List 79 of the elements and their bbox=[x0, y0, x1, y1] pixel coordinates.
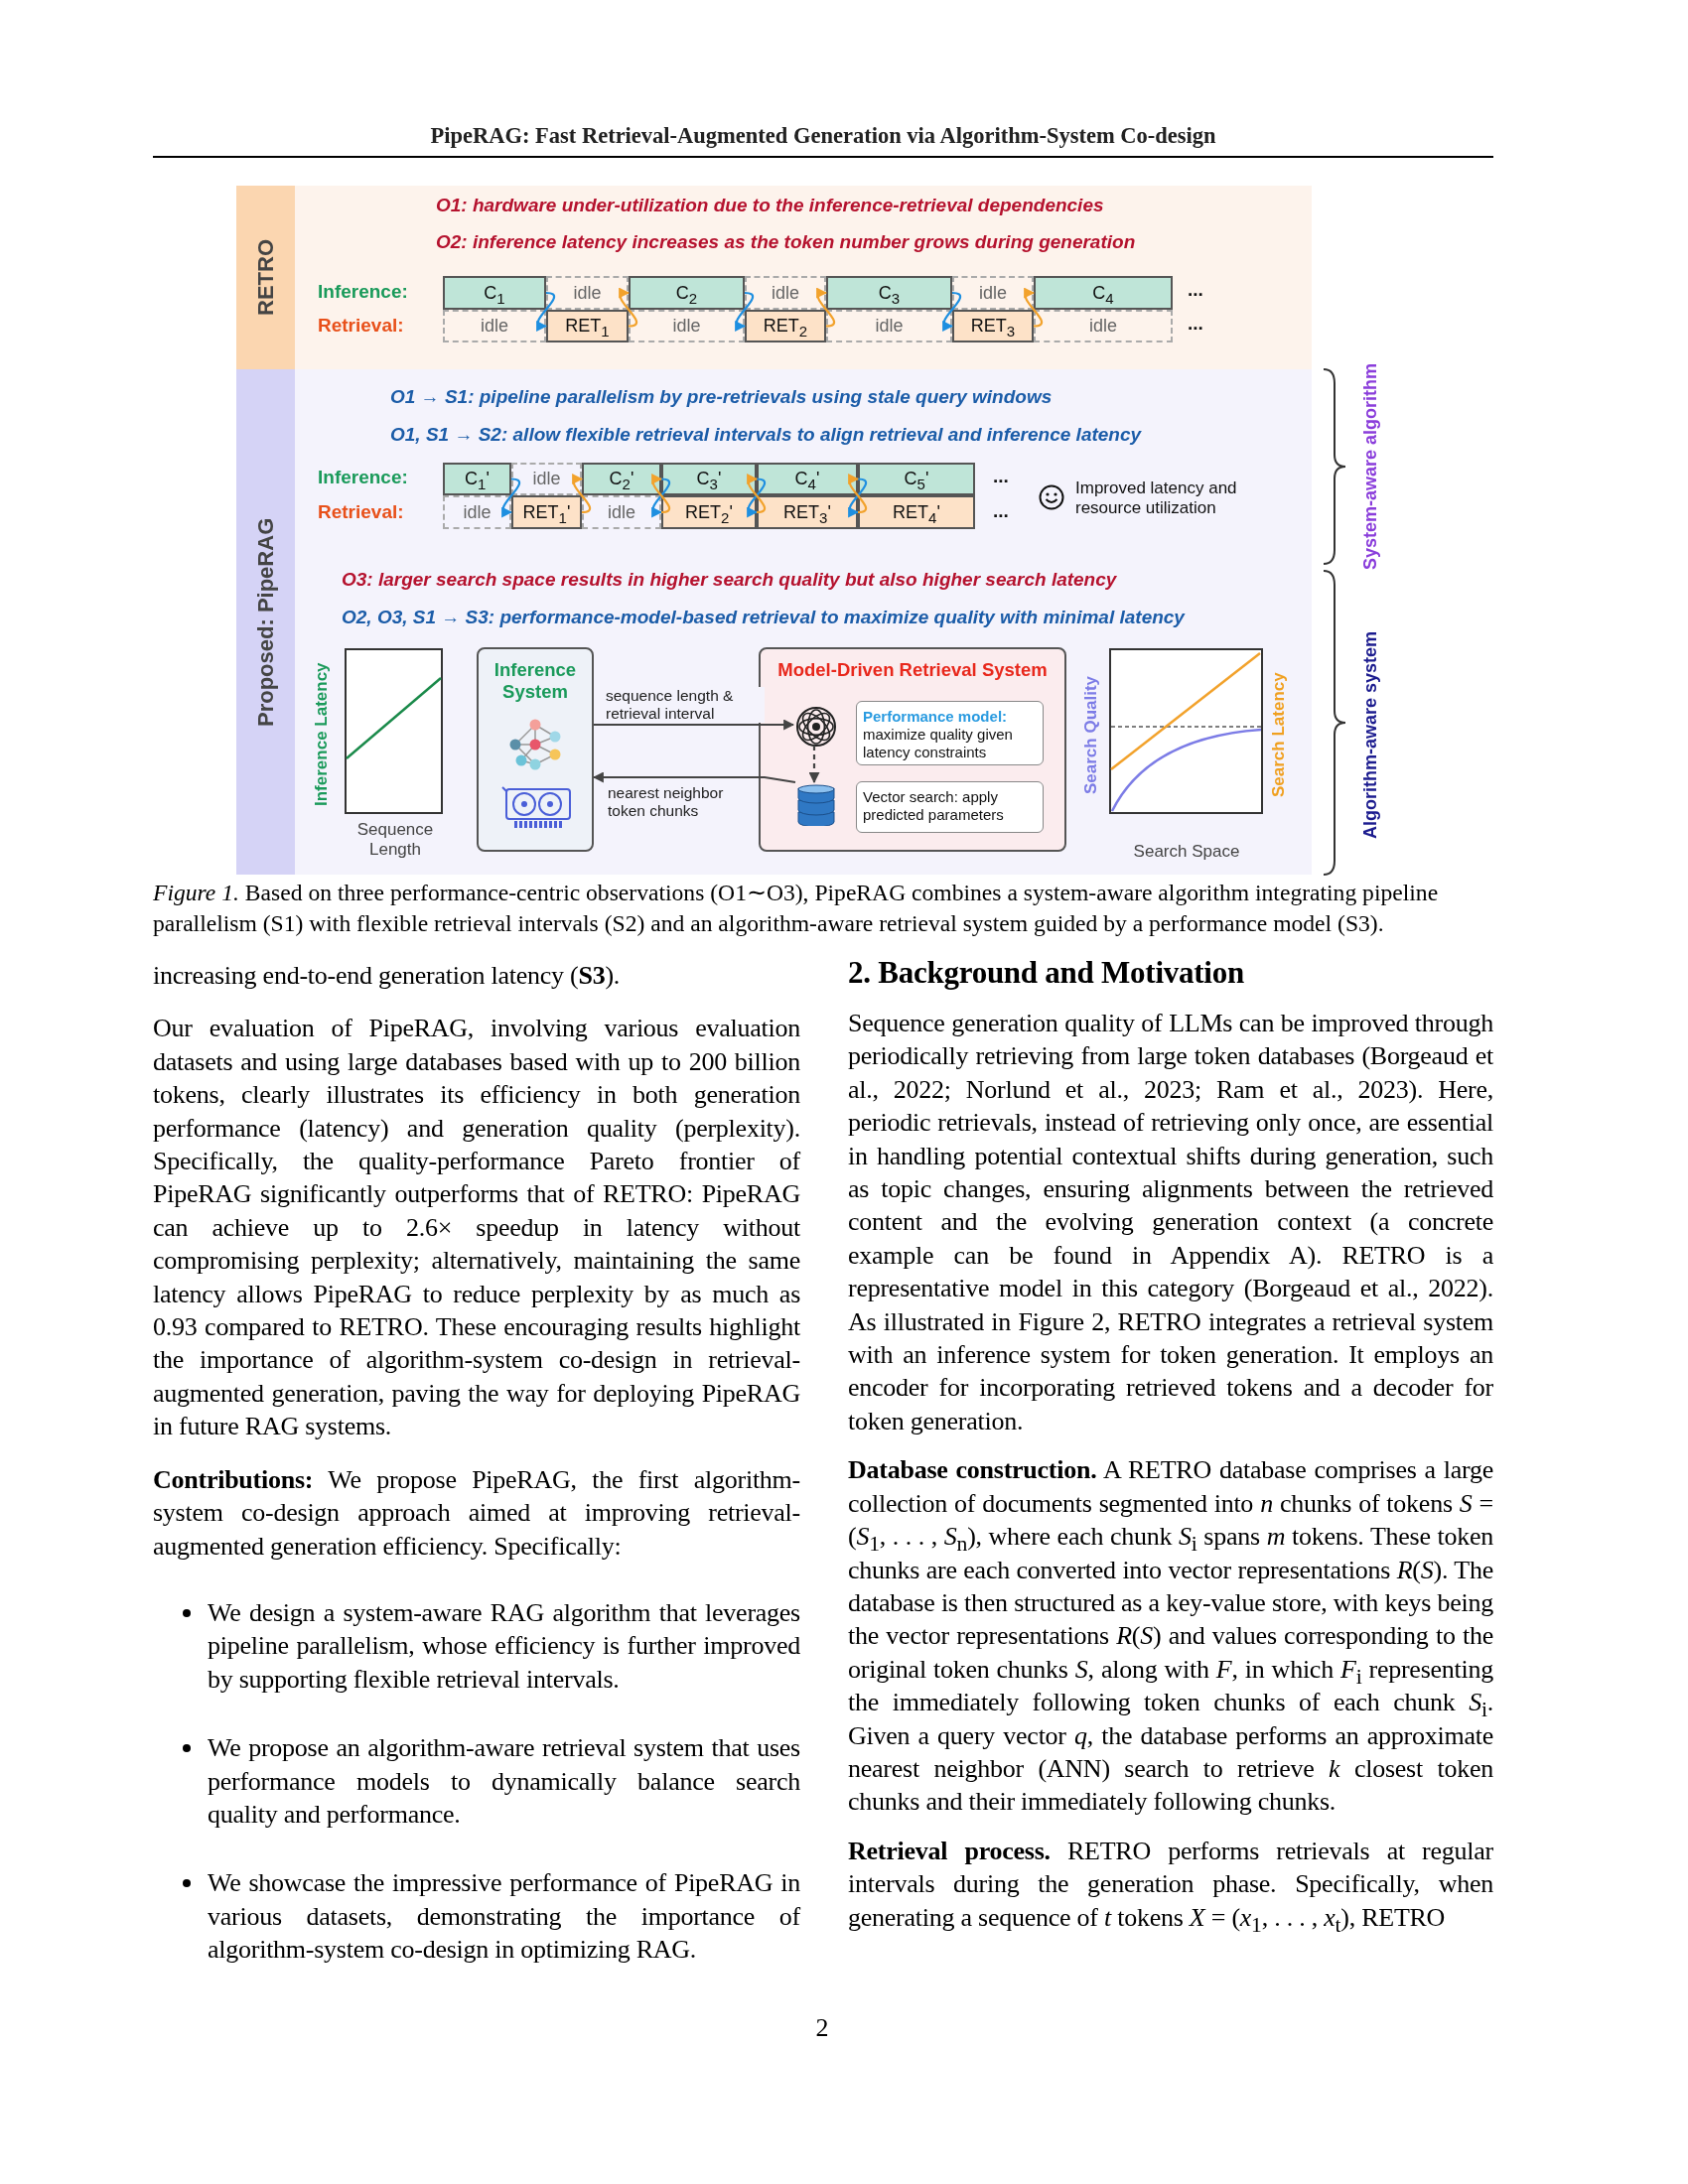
axis-title: Search Latency bbox=[1269, 671, 1289, 799]
card-text: Vector search: apply predicted parameters bbox=[863, 788, 1005, 824]
section-tab: RETRO bbox=[236, 186, 295, 369]
bullet-text: We design a system-aware RAG algorithm that leverages pipeline parallelism, whose efficiency is further improved by supporting flexible retrieval intervals. bbox=[208, 1596, 800, 1696]
strategy-text: O1, S1 → S2: allow flexible retrieval intervals to align retrieval and inference latency bbox=[390, 424, 1143, 446]
strategy-text: O1 → S1: pipeline parallelism by pre-retrievals using stale query windows bbox=[390, 386, 1054, 408]
database-icon bbox=[797, 784, 835, 826]
row-label: Inference: bbox=[318, 467, 409, 488]
ellipsis: ... bbox=[993, 500, 1010, 522]
edge-label: sequence length & retrieval interval bbox=[606, 687, 765, 723]
arrow bbox=[941, 291, 961, 331]
inference-chunk-box: C$_{4}$' bbox=[757, 463, 858, 495]
retrieval-box: RET$_{2}$' bbox=[661, 495, 757, 529]
card-heading: Performance model: bbox=[863, 708, 1009, 726]
section-heading: 2. Background and Motivation bbox=[848, 954, 1245, 992]
section-tab: Proposed: PipeRAG bbox=[236, 369, 295, 875]
observation-text: O3: larger search space results in higher search quality but also higher search latency bbox=[342, 569, 1118, 591]
inference-chunk-box: C$_{5}$' bbox=[858, 463, 975, 495]
retrieval-box: RET$_{2}$ bbox=[745, 310, 826, 342]
ellipsis: ... bbox=[1188, 279, 1204, 301]
bracket-label: Algorithm-aware system bbox=[1360, 629, 1381, 841]
idle-slot: idle bbox=[1034, 310, 1173, 342]
retrieval-box: RET$_{1}$ bbox=[546, 310, 629, 342]
bullet-text: We showcase the impressive performance of PipeRAG in various datasets, demonstrating the importance of algorithm-system co-design in optimizing RAG. bbox=[208, 1867, 800, 1967]
inference-chunk-box: C$_{2}$ bbox=[629, 276, 745, 310]
arrow bbox=[1023, 288, 1043, 328]
body-text: Retrieval process. RETRO performs retrievals at regular intervals during the generation phase. Specifically, when generating a sequence of t tokens X = (x$_{1}$, . . . , x$_{t}$), RETRO bbox=[848, 1835, 1493, 1934]
axis-title: Inference Latency bbox=[312, 661, 332, 809]
body-text: increasing end-to-end generation latency (S3). bbox=[153, 960, 622, 992]
row-label: Inference: bbox=[318, 281, 409, 303]
section-panel bbox=[236, 369, 1312, 875]
box-title: Model-Driven Retrieval System bbox=[776, 659, 1049, 681]
arrow bbox=[594, 719, 795, 731]
arrow bbox=[815, 288, 835, 328]
inference-chunk-box: C$_{1}$' bbox=[443, 463, 511, 495]
arrow bbox=[500, 478, 520, 517]
note-text: Improved latency and resource utilization bbox=[1075, 478, 1238, 518]
body-text: Contributions: We propose PipeRAG, the first algorithm-system co-design approach aimed at improving retrieval-augmented generation efficiency. Specifically: bbox=[153, 1463, 800, 1563]
box-title: Inference System bbox=[492, 659, 578, 703]
axis-title: Search Space bbox=[1132, 842, 1241, 862]
arrow bbox=[808, 746, 820, 784]
inference-chunk-box: C$_{4}$ bbox=[1034, 276, 1173, 310]
inference-chunk-box: C$_{2}$' bbox=[582, 463, 661, 495]
inference-chunk-box: C$_{3}$ bbox=[826, 276, 952, 310]
retrieval-box: RET$_{4}$' bbox=[858, 495, 975, 529]
running-header: PipeRAG: Fast Retrieval-Augmented Generation via Algorithm-System Co-design bbox=[429, 123, 1217, 149]
ellipsis: ... bbox=[1188, 313, 1204, 335]
observation-text: O1: hardware under-utilization due to the inference-retrieval dependencies bbox=[436, 195, 1105, 216]
retrieval-box: RET$_{1}$' bbox=[511, 495, 582, 529]
system-group-box bbox=[759, 647, 1066, 852]
inference-chunk-box: C$_{3}$' bbox=[661, 463, 757, 495]
strategy-text: O2, O3, S1 → S3: performance-model-based retrieval to maximize quality with minimal latency bbox=[342, 607, 1187, 628]
row-label: Retrieval: bbox=[318, 315, 405, 337]
row-label: Retrieval: bbox=[318, 501, 405, 523]
axis-title: Sequence Length bbox=[355, 820, 435, 860]
section-panel bbox=[236, 186, 1312, 369]
body-text: Database construction. A RETRO database comprises a large collection of documents segmented into n chunks of tokens S = (S$_{1}$, . . . , S$_{n}$), where each chunk S$_{i}$ spans m tokens. These token chunks are each converted into vector representations R(S). The database is then structured as a key-value store, with keys being the vector representations R(S) and values corresponding to the original token chunks S, along with F, in which F$_{i}$ representing the immediately following token chunks of each chunk S$_{i}$. Given a query vector q, the database performs an approximate nearest neighbor (ANN) search to retrieve k closest token chunks and their immediately following chunks. bbox=[848, 1454, 1493, 1819]
arrow bbox=[535, 291, 555, 331]
retrieval-box: RET$_{3}$ bbox=[952, 310, 1034, 342]
axis-title: Search Quality bbox=[1081, 674, 1101, 796]
observation-text: O2: inference latency increases as the token number grows during generation bbox=[436, 231, 1137, 253]
card-text: maximize quality given latency constraints bbox=[863, 726, 1014, 761]
info-card bbox=[856, 781, 1044, 833]
info-card bbox=[856, 701, 1044, 765]
arrow bbox=[571, 475, 591, 514]
retrieval-box: RET$_{3}$' bbox=[757, 495, 858, 529]
arrow bbox=[592, 771, 796, 784]
arrow bbox=[734, 291, 754, 331]
bullet-text: We propose an algorithm-aware retrieval system that uses performance models to dynamically balance search quality and performance. bbox=[208, 1732, 800, 1831]
inference-chunk-box: C$_{1}$ bbox=[443, 276, 546, 310]
arrow bbox=[618, 288, 637, 328]
model-icon bbox=[795, 706, 837, 748]
body-text: Our evaluation of PipeRAG, involving various evaluation datasets and using large databases based with up to 200 billion tokens, clearly illustrates its efficiency in both generation performance (latency) and generation quality (perplexity). Specifically, the quality-performance Pareto frontier of PipeRAG significantly outperforms that of RETRO: PipeRAG can achieve up to 2.6× speedup in latency without compromising perplexity; alternatively, maintaining the same latency allows PipeRAG to reduce perplexity by as much as 0.93 compared to RETRO. These encouraging results highlight the importance of algorithm-system co-design in retrieval-augmented generation, paving the way for deploying PipeRAG in future RAG systems. bbox=[153, 1013, 800, 1443]
system-box bbox=[477, 647, 594, 852]
figure-caption: Figure 1. Based on three performance-centric observations (O1∼O3), PipeRAG combines a system-aware algorithm integrating pipeline parallelism (S1) with flexible retrieval intervals (S2) and an algorithm-aware retrieval system guided by a performance model (S3). bbox=[153, 879, 1440, 938]
ellipsis: ... bbox=[993, 466, 1010, 487]
body-text: Sequence generation quality of LLMs can be improved through periodically retrieving from large token databases (Borgeaud et al., 2022; Norlund et al., 2023; Ram et al., 2023). Here, periodic retrievals, instead of retrieving only once, are essential in handling potential contextual shifts during generation, such as topic changes, ensuring alignments between the retrieved content and the evolving generation context (a concrete example can be found in Appendix A). RETRO is a representative model in this category (Borgeaud et al., 2022). As illustrated in Figure 2, RETRO integrates a retrieval system with an inference system for token generation. It employs an encoder for incorporating retrieved tokens and a decoder for token generation. bbox=[848, 1008, 1493, 1437]
bracket-label: System-aware algorithm bbox=[1360, 361, 1381, 573]
page-number: 2 bbox=[814, 2013, 830, 2042]
